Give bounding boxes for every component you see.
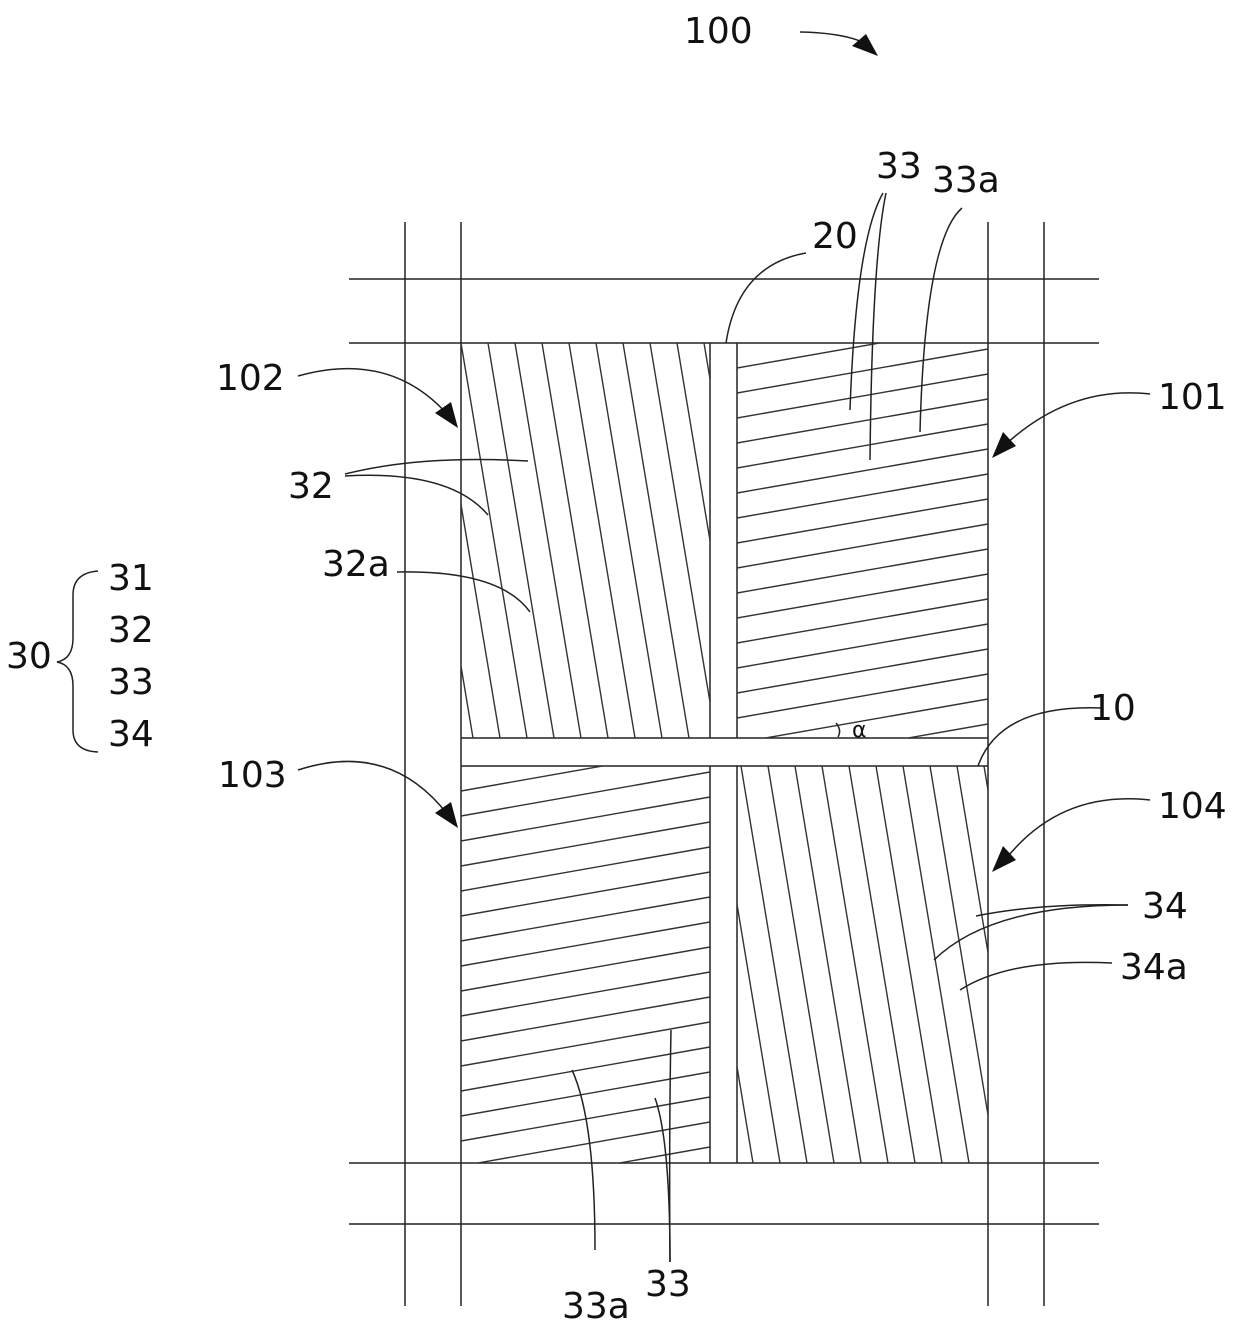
hatch-line [768,766,834,1163]
label-102: 102 [216,358,285,399]
hatch-line [461,897,710,941]
group-item-34: 34 [108,714,154,755]
hatch-line [461,1147,710,1191]
hatch-line [461,922,710,966]
hatch-line [461,1047,710,1091]
angle-label: α [852,718,867,743]
hatch-line [737,549,988,593]
hatch-line [849,766,915,1163]
group-brace [57,571,98,752]
hatch-line [737,349,988,393]
hatch-line [758,343,824,738]
label-103: 103 [218,755,287,796]
hatch-line [461,972,710,1016]
label-104: 104 [1158,786,1227,827]
hatch-line [737,374,988,418]
hatch-line [461,1072,710,1116]
hatch-line [650,343,716,738]
hatch-line [623,343,689,738]
hatch-line [737,649,988,693]
hatch-line [737,499,988,543]
label-34a: 34a [1120,947,1188,988]
hatch-line [569,343,635,738]
hatch-line [795,766,861,1163]
label-101: 101 [1158,377,1227,418]
quadrant-borders [461,343,988,1163]
hatch-line [737,574,988,618]
grid-lines [349,222,1099,1306]
hatch-line [542,343,608,738]
hatch-line [737,424,988,468]
hatch-line [461,797,710,841]
hatch-line [461,772,710,816]
hatch-line [741,766,807,1163]
label-10: 10 [1090,688,1136,729]
group-item-33: 33 [108,662,154,703]
label-33a-bottom: 33a [562,1286,630,1327]
hatch-line [461,1122,710,1166]
hatch-line [407,343,473,738]
label-32a: 32a [322,544,390,585]
hatch-line [488,343,554,738]
hatch-line [737,624,988,668]
hatch-line [737,674,988,718]
hatch-line [737,474,988,518]
hatch-pixel-103 [461,722,710,1216]
hatch-line [737,749,988,793]
label-33a-top: 33a [932,160,1000,201]
hatch-line [822,766,888,1163]
label-32: 32 [288,466,334,507]
hatch-line [461,747,710,791]
hatch-line [737,449,988,493]
hatch-line [434,343,500,738]
label-33-top: 33 [876,146,922,187]
hatch-line [714,766,780,1163]
hatch-line [737,324,988,368]
hatch-line [930,766,996,1163]
group-item-31: 31 [108,558,154,599]
hatch-line [737,299,988,343]
label-34: 34 [1142,886,1188,927]
label-30: 30 [6,636,52,677]
hatch-line [731,343,797,738]
hatch-line [687,766,753,1163]
hatch-pixel-102 [380,343,824,738]
hatch-line [515,343,581,738]
hatch-line [461,1172,710,1216]
hatch-line [903,766,969,1163]
hatch-line [461,822,710,866]
hatch-line [737,399,988,443]
hatch-line [461,343,527,738]
group-item-32: 32 [108,610,154,651]
label-100: 100 [684,11,753,52]
hatch-line [461,872,710,916]
hatch-line [737,599,988,643]
hatch-line [461,997,710,1041]
leader-lines [298,32,1150,1262]
hatch-line [596,343,662,738]
hatch-line [461,847,710,891]
hatch-line [461,1022,710,1066]
hatch-line [876,766,942,1163]
label-33-bottom: 33 [645,1264,691,1305]
hatch-line [461,947,710,991]
hatch-line [957,766,1023,1163]
hatch-line [737,524,988,568]
label-20: 20 [812,216,858,257]
